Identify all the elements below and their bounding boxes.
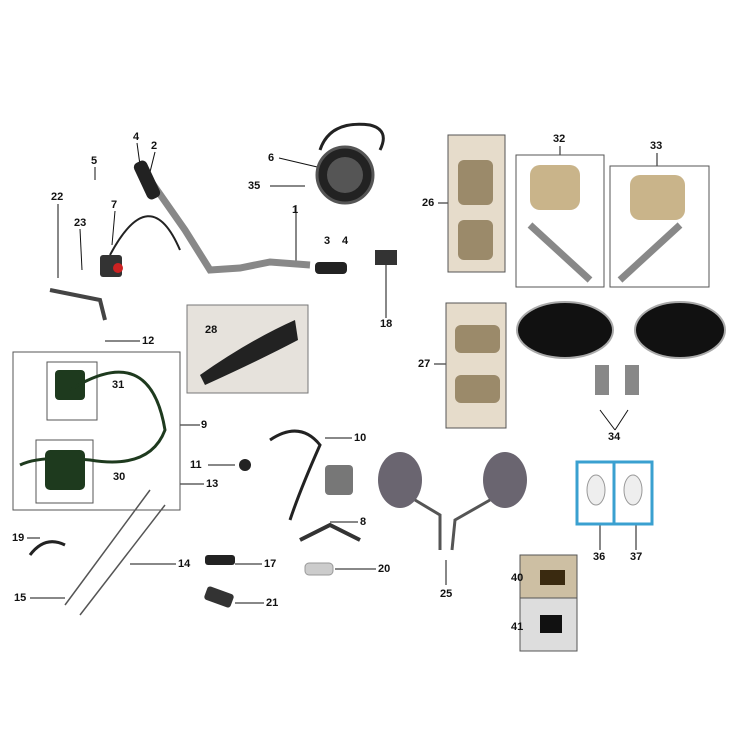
callout-23: 23	[74, 217, 87, 229]
pads-27-box	[445, 302, 507, 429]
callout-25: 25	[440, 588, 453, 600]
callout-14: 14	[178, 558, 191, 570]
callout-20: 20	[378, 563, 391, 575]
callout-4b: 4	[342, 235, 349, 247]
grip-right	[315, 262, 347, 274]
callout-30: 30	[113, 471, 126, 483]
callout-9: 9	[201, 419, 208, 431]
mirror-25-right	[483, 452, 527, 508]
callout-37: 37	[630, 551, 643, 563]
callout-28: 28	[205, 324, 218, 336]
mirror-25-left	[378, 452, 422, 508]
callout-34: 34	[608, 431, 621, 443]
callout-5: 5	[91, 155, 98, 167]
callout-31: 31	[112, 379, 125, 391]
callout-40: 40	[511, 572, 524, 584]
callout-41: 41	[511, 621, 524, 633]
mirror-34-right	[634, 301, 726, 359]
callout-6: 6	[268, 152, 275, 164]
callout-17: 17	[264, 558, 277, 570]
callout-18: 18	[380, 318, 393, 330]
callout-33: 33	[650, 140, 663, 152]
callout-12: 12	[142, 335, 155, 347]
callout-2: 2	[151, 140, 158, 152]
callout-10: 10	[354, 432, 367, 444]
callout-26: 26	[422, 197, 435, 209]
leader-lines	[27, 142, 658, 628]
callout-4: 4	[133, 131, 140, 143]
mirror-34-left	[516, 301, 614, 359]
callout-1: 1	[292, 204, 299, 216]
callout-19: 19	[12, 532, 25, 544]
callout-7: 7	[111, 199, 118, 211]
callout-13: 13	[206, 478, 219, 490]
handlebar	[147, 177, 311, 274]
grip-left	[133, 160, 161, 200]
callout-11: 11	[190, 459, 202, 471]
callout-35: 35	[248, 180, 261, 192]
callout-21: 21	[266, 597, 279, 609]
right-switch	[325, 465, 353, 495]
callout-27: 27	[418, 358, 431, 370]
callout-22: 22	[51, 191, 64, 203]
callout-8: 8	[360, 516, 367, 528]
callout-36: 36	[593, 551, 606, 563]
callout-3: 3	[324, 235, 331, 247]
callout-15: 15	[14, 592, 27, 604]
callout-32: 32	[553, 133, 566, 145]
